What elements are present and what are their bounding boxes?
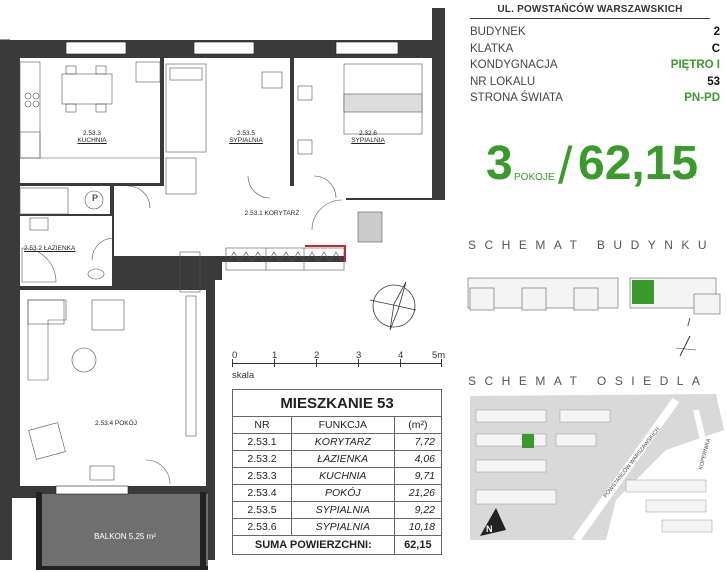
rooms-count: 3 xyxy=(486,137,513,190)
scale-bar: 0 1 2 3 4 5m skala xyxy=(232,350,446,381)
building-schema-title: SCHEMAT BUDYNKU xyxy=(468,238,716,252)
room-label-bathroom: 2.53.2 ŁAZIENKA xyxy=(24,245,76,252)
address-header: UL. POWSTAŃCÓW WARSZAWSKICH xyxy=(470,4,710,19)
svg-text:N: N xyxy=(486,524,493,534)
total-area: 62,15 xyxy=(578,137,699,190)
apartment-summary: 3 POKOJE / 62,15 m² xyxy=(486,137,699,195)
estate-map: POWSTAŃCÓW WARSZAWSKICH KOPERNIKA N xyxy=(470,394,724,540)
compass-icon xyxy=(369,281,417,331)
table-sum-row: SUMA POWIERZCHNI:62,15 xyxy=(232,535,443,555)
north-arrow-icon xyxy=(480,508,506,536)
rooms-label: POKOJE xyxy=(514,172,555,183)
table-title: MIESZKANIE 53 xyxy=(232,389,442,417)
parking-icon: P xyxy=(91,193,98,203)
compass-small-icon xyxy=(687,317,691,326)
building-schema xyxy=(467,277,721,326)
balcony xyxy=(40,494,208,566)
floor-plan xyxy=(0,8,445,570)
room-label-balcony: BALKON 5,25 m² xyxy=(94,532,156,541)
compass-small-icon xyxy=(675,335,697,357)
room-label-corridor: 2.53.1 KORYTARZ xyxy=(244,210,300,217)
room-label-living: 2.53.4 POKÓJ xyxy=(95,420,137,427)
estate-schema-title: SCHEMAT OSIEDLA xyxy=(468,374,709,388)
